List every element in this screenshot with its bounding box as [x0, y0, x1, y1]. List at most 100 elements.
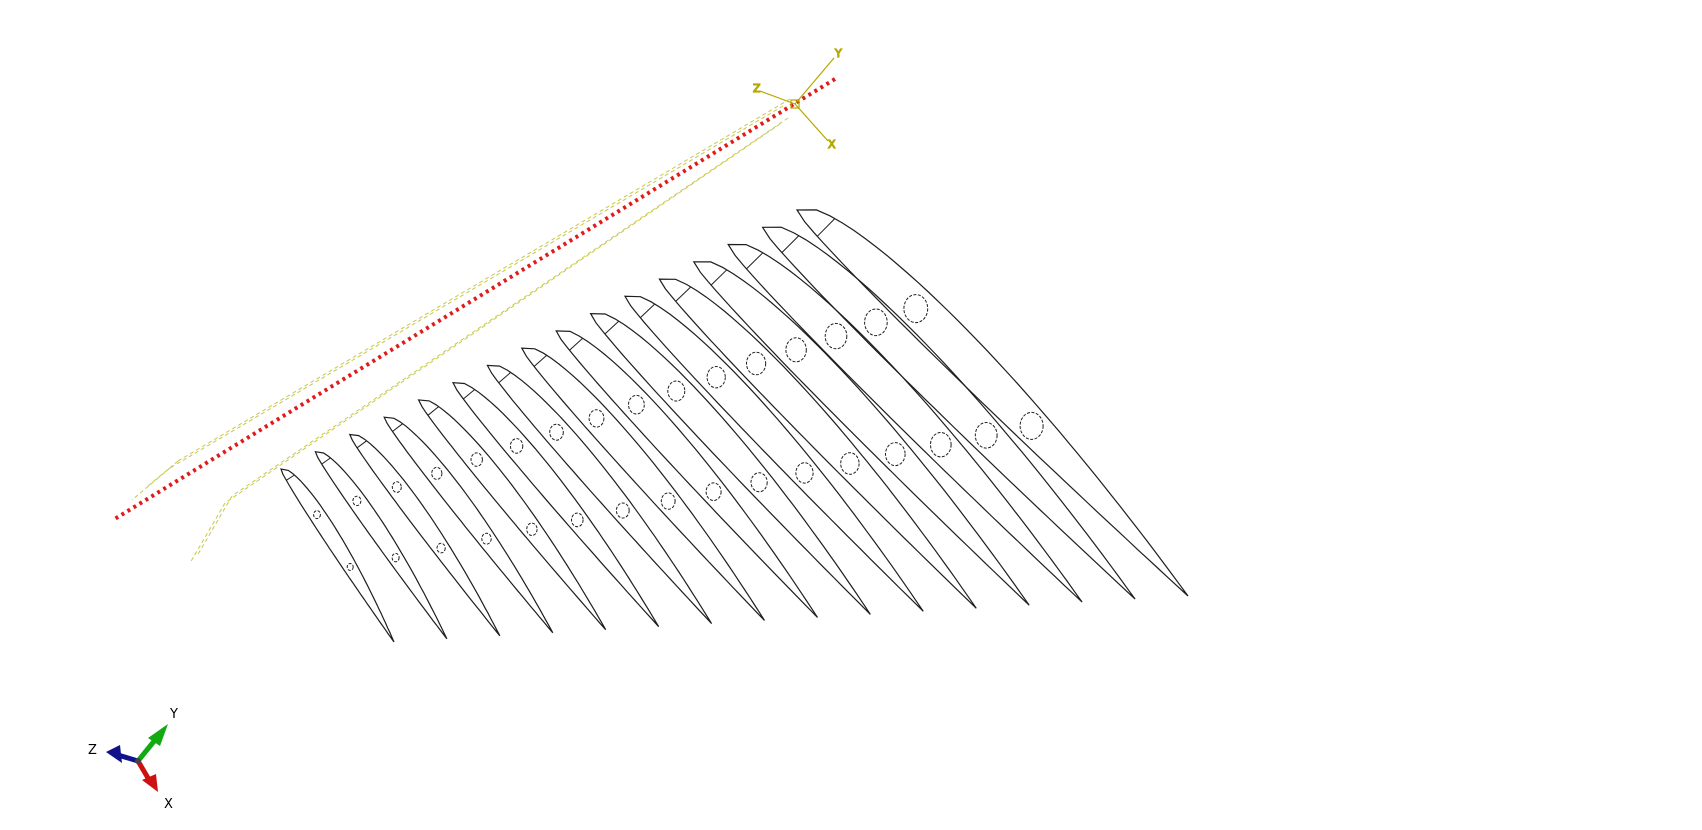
rib-outline — [623, 295, 924, 612]
arrow-z-icon — [106, 745, 139, 764]
spar-cap-line — [675, 286, 692, 302]
datum-line — [224, 123, 781, 504]
spar-cap-line — [498, 372, 512, 384]
lightening-hole — [705, 482, 722, 502]
rib[interactable] — [417, 399, 607, 631]
lightening-hole — [549, 423, 564, 441]
lightening-hole — [615, 502, 630, 519]
rib[interactable] — [623, 295, 924, 612]
rib[interactable] — [658, 278, 977, 609]
local-csys-z-axis — [759, 90, 796, 105]
rib[interactable] — [280, 468, 395, 643]
spar-cap-line — [710, 269, 728, 286]
lightening-hole — [1019, 411, 1044, 440]
lightening-hole — [840, 452, 860, 475]
spar-cap-line — [356, 440, 367, 449]
spar-cap-line — [462, 389, 476, 400]
rib-outline — [795, 209, 1189, 597]
lightening-hole — [864, 308, 888, 337]
spar-cap-line — [392, 423, 403, 432]
lightening-hole — [346, 563, 354, 571]
rib-outline — [348, 433, 501, 637]
local-csys-z-label: Z — [753, 82, 761, 95]
spar-cap-line — [816, 218, 836, 237]
local-csys-y-label: Y — [834, 47, 842, 60]
rib-outline — [280, 468, 395, 643]
rib[interactable] — [692, 261, 1030, 606]
lightening-hole — [903, 294, 929, 324]
rib[interactable] — [520, 347, 766, 621]
lightening-hole — [706, 366, 726, 389]
rib[interactable] — [451, 382, 660, 628]
rib-outline — [589, 312, 871, 615]
lightening-hole — [470, 452, 483, 467]
datum-lines — [131, 98, 791, 564]
spar-cap-line — [746, 252, 764, 270]
rib-outline — [383, 416, 554, 634]
rib[interactable] — [761, 226, 1136, 600]
lightening-hole — [628, 394, 645, 415]
spar-cap-line — [533, 354, 548, 367]
lightening-hole — [391, 481, 402, 493]
lightening-hole — [588, 409, 605, 428]
datum-line — [196, 495, 233, 557]
local-csys-x-axis — [794, 103, 829, 142]
rib-outline — [417, 399, 607, 631]
spar-cap-line — [321, 457, 331, 465]
spar-cap-line — [286, 474, 295, 481]
spar-cap-line — [569, 337, 584, 351]
rib-outline — [761, 226, 1136, 600]
spar-cap-line — [639, 303, 656, 319]
rib[interactable] — [486, 364, 713, 625]
lightening-hole — [431, 466, 443, 480]
lightening-hole — [313, 510, 321, 520]
rib-group — [280, 209, 1189, 643]
lightening-hole — [509, 438, 524, 454]
rib-outline — [451, 382, 660, 628]
rib-outline — [658, 278, 977, 609]
lightening-hole — [750, 472, 768, 493]
rib-outline — [314, 450, 448, 640]
lightening-hole — [667, 380, 686, 402]
local-csys-y-axis — [794, 57, 835, 105]
triad-y-label: Y — [169, 707, 178, 722]
local-csys-x-label: X — [828, 138, 836, 151]
rib[interactable] — [727, 243, 1083, 603]
lightening-hole — [391, 552, 400, 563]
view-triad: Y Z X — [88, 707, 178, 812]
rib[interactable] — [348, 433, 501, 637]
lightening-hole — [481, 532, 492, 545]
triad-x-label: X — [164, 797, 173, 812]
rib-outline — [520, 347, 766, 621]
spar-cap-line — [427, 406, 439, 416]
lightening-hole — [785, 337, 807, 363]
rib[interactable] — [795, 209, 1189, 597]
lightening-hole — [930, 432, 952, 458]
rib[interactable] — [589, 312, 871, 615]
spar-reference-line[interactable] — [111, 77, 837, 522]
lightening-hole — [436, 542, 446, 554]
local-csys[interactable]: Y Z X — [752, 46, 842, 151]
lightening-hole — [352, 495, 362, 507]
lightening-hole — [571, 512, 584, 528]
datum-line — [231, 117, 789, 497]
lightening-hole — [974, 422, 998, 449]
datum-line — [189, 502, 226, 564]
rib-outline — [486, 364, 713, 625]
lightening-hole — [660, 492, 676, 510]
rib[interactable] — [314, 450, 448, 640]
spar-cap-line — [781, 235, 800, 253]
rib-outline — [555, 330, 819, 618]
rib[interactable] — [383, 416, 554, 634]
lightening-hole — [795, 462, 814, 484]
datum-line — [177, 98, 791, 462]
arrow-y-icon — [136, 724, 168, 763]
arrow-x-icon — [135, 759, 158, 792]
lightening-hole — [526, 522, 538, 536]
rib[interactable] — [555, 330, 819, 618]
local-csys-origin — [790, 99, 800, 109]
triad-z-label: Z — [88, 743, 97, 758]
rib-outline — [692, 261, 1030, 606]
lightening-hole — [746, 351, 767, 376]
